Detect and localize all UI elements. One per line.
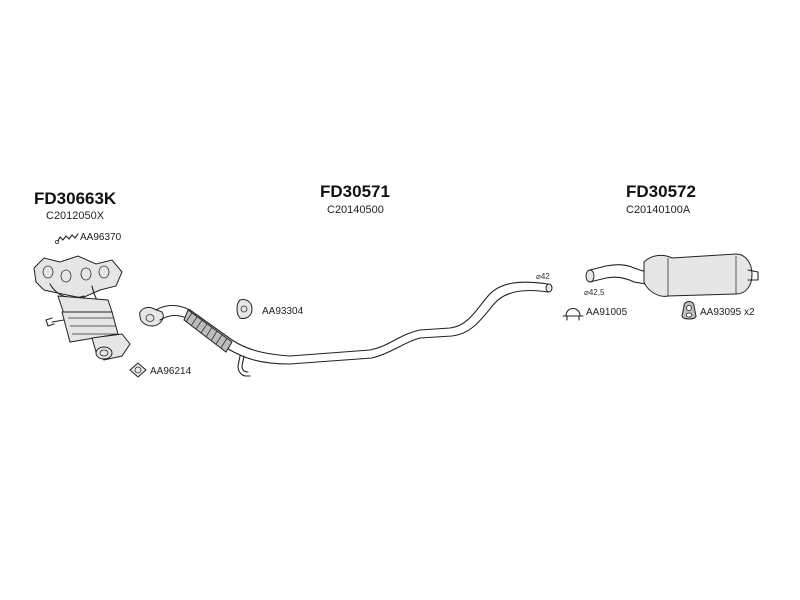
part-label-rear-clamp: AA91005 [586, 307, 628, 318]
assembly-code-middle: FD30571 [320, 182, 390, 201]
part-label-rear-mount: AA93095 x2 [700, 307, 755, 318]
part-label-front-gasket: AA96214 [150, 366, 192, 377]
assembly-ref-rear: C20140100A [626, 204, 691, 216]
gasket-ring-icon [236, 299, 253, 319]
spring-icon [55, 233, 79, 244]
dimension-rear-inlet: ⌀42,5 [584, 288, 605, 297]
assembly-ref-middle: C20140500 [327, 204, 384, 216]
clamp-icon [562, 307, 584, 321]
part-label-front-spring: AA96370 [80, 232, 122, 243]
part-label-middle-gasket: AA93304 [262, 306, 304, 317]
rubber-mount-icon [681, 301, 697, 320]
assembly-ref-front: C2012050X [46, 210, 105, 222]
dimension-middle-outlet: ⌀42 [536, 272, 550, 281]
assembly-code-front: FD30663K [34, 189, 117, 208]
intermediate-pipe-icon [139, 281, 553, 377]
rear-mount-code: AA93095 [700, 307, 742, 318]
rear-silencer-icon [585, 253, 759, 297]
assembly-code-rear: FD30572 [626, 182, 696, 201]
gasket-icon [129, 362, 147, 378]
rear-mount-quantity: x2 [744, 307, 755, 318]
catalytic-converter-manifold-icon [33, 255, 131, 361]
